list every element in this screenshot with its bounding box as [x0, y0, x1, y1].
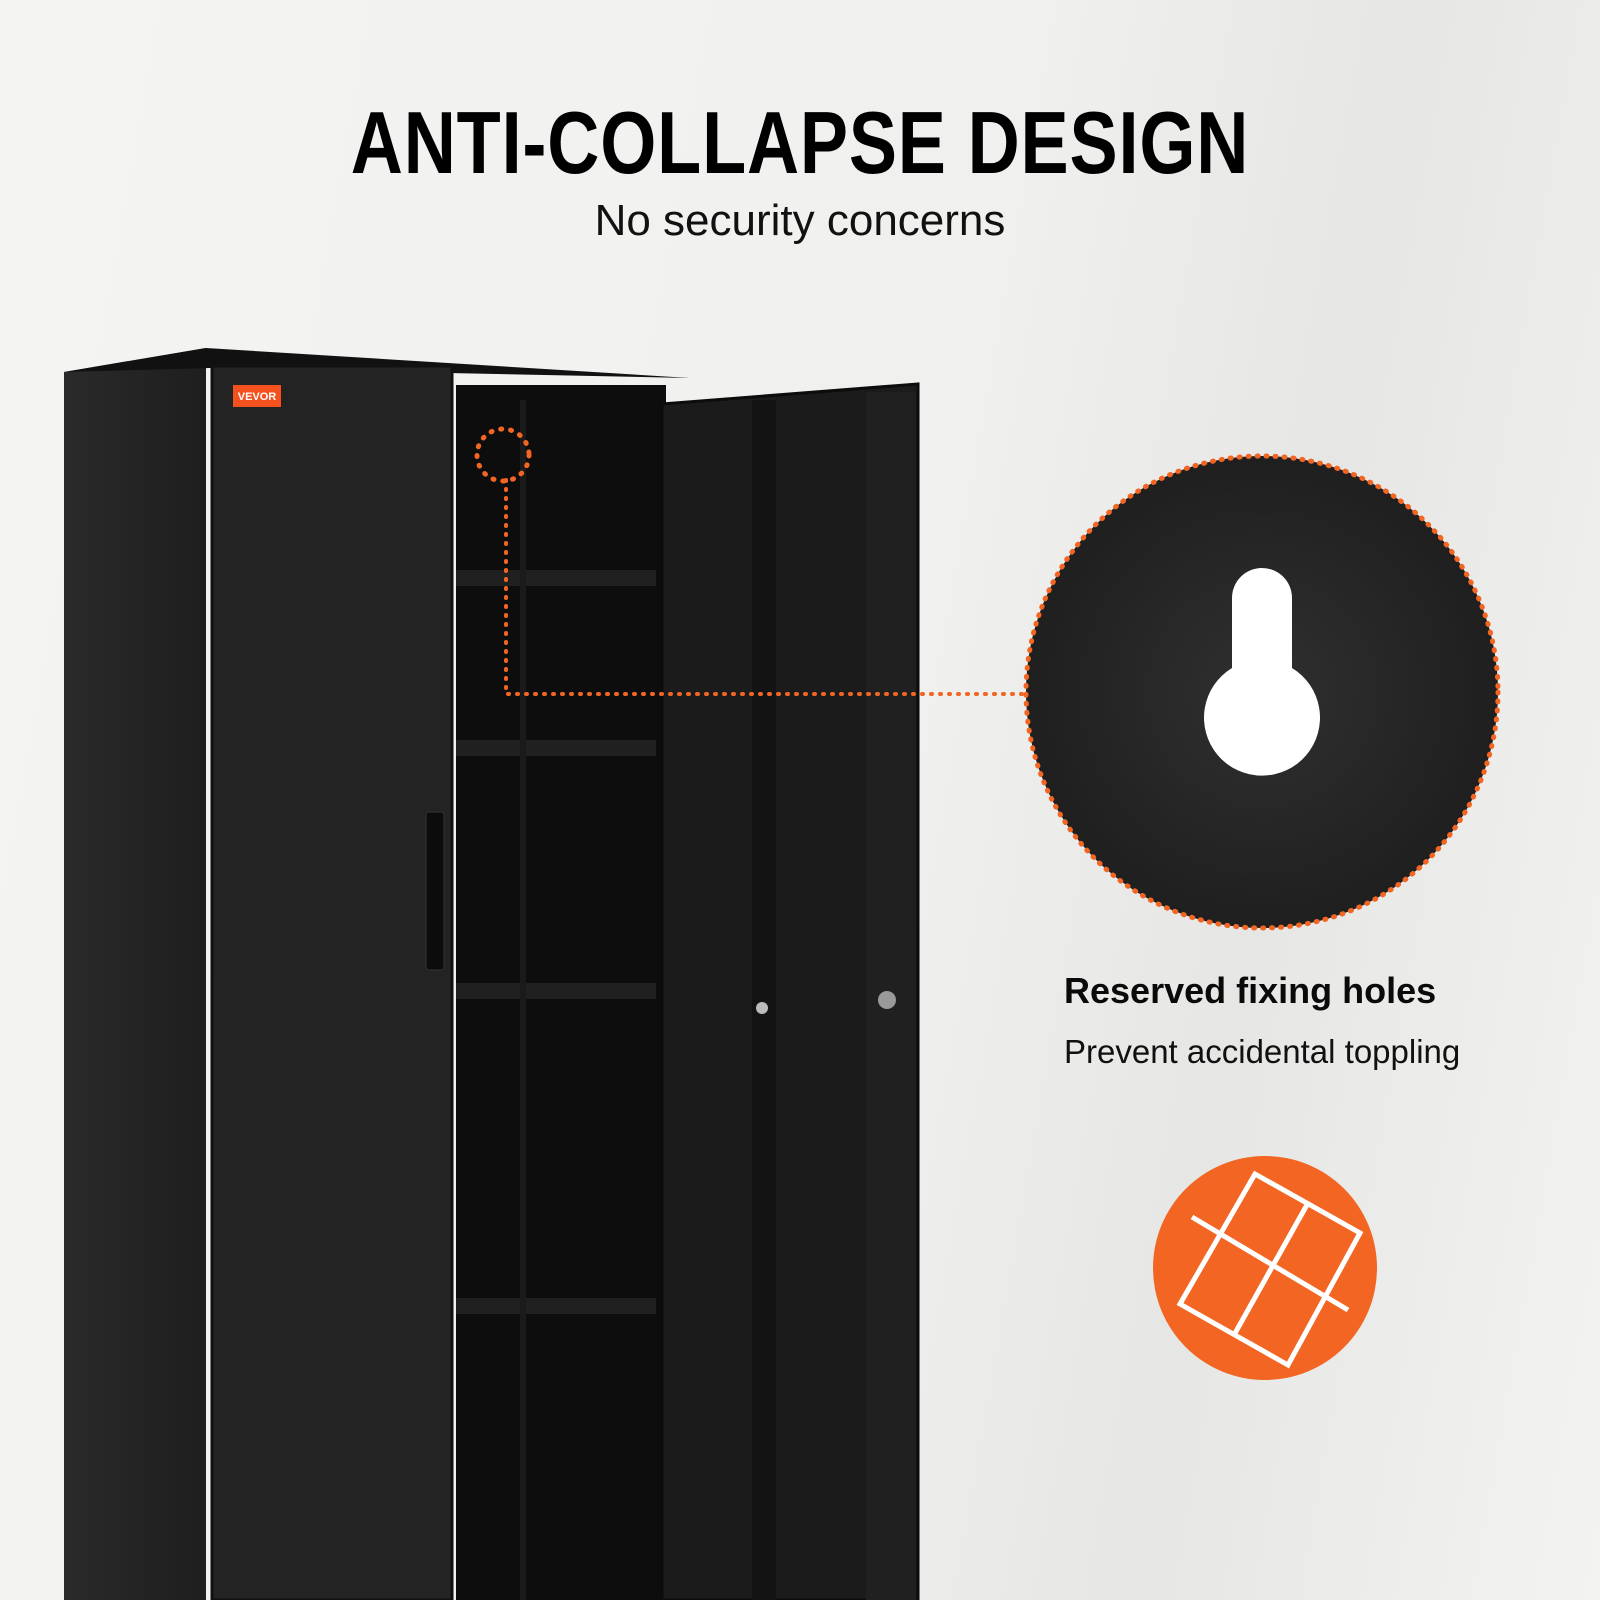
vevor-logo: [233, 385, 281, 407]
cabinet-side: [64, 348, 206, 1600]
door-handle: [425, 811, 445, 971]
wall-anchor-icon: [1176, 1170, 1364, 1369]
page-title: ANTI-COLLAPSE DESIGN: [350, 93, 1250, 192]
right-door: [660, 382, 920, 1600]
keyhole-icon: [1204, 568, 1320, 776]
svg-text:VEVOR: VEVOR: [238, 391, 277, 403]
hole-marker: [474, 426, 532, 484]
cabinet-top: [64, 348, 690, 378]
page-subtitle: No security concerns: [594, 196, 1006, 245]
feature-title: Reserved fixing holes: [1064, 970, 1437, 1011]
callout-line: [504, 478, 1026, 696]
lock-icon: [878, 991, 896, 1009]
feature-subtitle: Prevent accidental toppling: [1064, 1033, 1461, 1070]
left-door: [210, 364, 454, 1600]
